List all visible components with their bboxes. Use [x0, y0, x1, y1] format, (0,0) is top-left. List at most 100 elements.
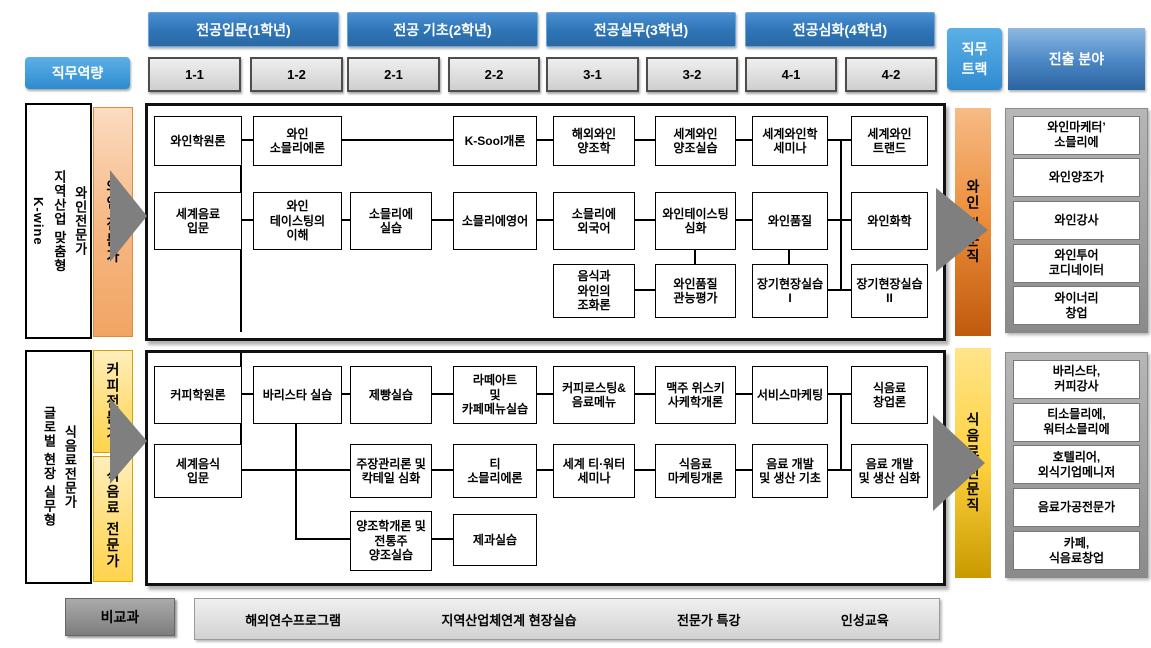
- phase-header-year4: 전공심화(4학년): [745, 12, 935, 47]
- extracurricular-bar: 해외연수프로그램 지역산업체연계 현장실습 전문가 특강 인성교육: [194, 598, 940, 640]
- course-box: 음료 개발 및 생산 심화: [851, 444, 928, 498]
- connector-line: [734, 393, 752, 395]
- connector-line: [240, 219, 253, 221]
- course-box: 와인품질 관능평가: [655, 264, 736, 318]
- course-box: 세계음료 입문: [154, 192, 242, 250]
- course-box: 서비스마케팅: [752, 366, 828, 424]
- connector-line: [788, 248, 790, 264]
- phase-header-year1: 전공입문(1학년): [148, 12, 339, 47]
- connector-line: [633, 469, 655, 471]
- connector-line: [535, 139, 553, 141]
- connector-line: [825, 289, 851, 291]
- career-item: 티소믈리에, 워터소믈리에: [1013, 402, 1140, 442]
- course-box: 소믈리에영어: [453, 192, 537, 250]
- semester-box-4-2: 4-2: [845, 57, 937, 92]
- course-box: 소믈리에 외국어: [553, 192, 635, 250]
- connector-line: [826, 219, 851, 221]
- course-box: 와인 소믈리에론: [253, 116, 342, 166]
- connector-line: [430, 219, 453, 221]
- advance-field-header: 진출 분야: [1008, 28, 1145, 90]
- course-box: 해외와인 양조학: [553, 116, 635, 166]
- course-box: 세계와인학 세미나: [752, 116, 828, 166]
- career-item: 바리스타, 커피강사: [1013, 359, 1140, 399]
- connector-line: [826, 139, 851, 141]
- wine-section-label: 와인전문가 지역산업 맞춤형 K-wine: [25, 103, 92, 339]
- career-item: 와인마케터’ 소믈리에: [1013, 115, 1140, 155]
- connector-line: [240, 393, 253, 395]
- connector-line: [430, 469, 453, 471]
- connector-line: [295, 422, 297, 539]
- course-box: 장기현장실습 I: [752, 264, 828, 318]
- connector-line: [633, 139, 655, 141]
- course-box: 맥주 위스키 사케학개론: [655, 366, 736, 424]
- extracurricular-label: 비교과: [65, 598, 175, 636]
- connector-line: [694, 248, 696, 264]
- competency-label: 직무역량: [25, 57, 130, 89]
- course-box: 와인품질: [752, 192, 828, 250]
- connector-line: [840, 394, 842, 470]
- course-box: 음료 개발 및 생산 기초: [752, 444, 828, 498]
- food-career-panel: 바리스타, 커피강사 티소믈리에, 워터소믈리에 호텔리어, 외식기업메니저 음…: [1005, 352, 1148, 578]
- semester-box-2-1: 2-1: [347, 57, 440, 92]
- course-box: 와인테이스팅 심화: [655, 192, 736, 250]
- course-box: 제과실습: [453, 514, 537, 566]
- course-box: 세계와인 트랜드: [851, 116, 928, 166]
- extracurricular-item: 지역산업체연계 현장실습: [441, 612, 577, 628]
- course-box: 식음료 창업론: [851, 366, 928, 424]
- course-box: 세계와인 양조실습: [655, 116, 736, 166]
- connector-line: [633, 219, 655, 221]
- career-item: 카페, 식음료창업: [1013, 531, 1140, 571]
- wine-career-panel: 와인마케터’ 소믈리에 와인양조가 와인강사 와인투어 코디네이터 와이너리 창…: [1005, 108, 1148, 333]
- course-box: 양조학개론 및 전통주 양조실습: [350, 511, 432, 571]
- connector-line: [295, 538, 350, 540]
- semester-box-3-1: 3-1: [546, 57, 639, 92]
- semester-box-4-1: 4-1: [745, 57, 837, 92]
- course-box: 주장관리론 및 칵테일 심화: [350, 444, 432, 498]
- extracurricular-item: 전문가 특강: [677, 612, 741, 628]
- course-box: 와인화학: [851, 192, 928, 250]
- semester-box-1-2: 1-2: [250, 57, 343, 92]
- semester-box-2-2: 2-2: [448, 57, 540, 92]
- course-box: 제빵실습: [350, 366, 432, 424]
- semester-box-3-2: 3-2: [646, 57, 738, 92]
- course-box: 바리스타 실습: [253, 366, 342, 424]
- connector-line: [240, 139, 253, 141]
- phase-header-year3: 전공실무(3학년): [546, 12, 736, 47]
- career-item: 호텔리어, 외식기업메니저: [1013, 445, 1140, 485]
- connector-line: [633, 289, 655, 291]
- connector-line: [430, 538, 453, 540]
- career-item: 음료가공전문가: [1013, 488, 1140, 528]
- connector-line: [826, 393, 851, 395]
- connector-line: [734, 139, 752, 141]
- course-box: 티 소믈리에론: [453, 444, 537, 498]
- connector-line: [840, 140, 842, 290]
- connector-line: [734, 469, 752, 471]
- course-box: 소믈리에 실습: [350, 192, 432, 250]
- career-item: 와인투어 코디네이터: [1013, 243, 1140, 283]
- course-box: 커피학원론: [154, 366, 242, 424]
- course-box: 장기현장실습 II: [851, 264, 928, 318]
- connector-line: [340, 393, 350, 395]
- course-box: 커피로스팅& 음료메뉴: [553, 366, 635, 424]
- course-box: 세계음식 입문: [154, 444, 242, 498]
- course-box: K-Sool개론: [453, 116, 537, 166]
- connector-line: [535, 393, 553, 395]
- connector-line: [340, 139, 453, 141]
- career-item: 와인강사: [1013, 200, 1140, 240]
- connector-line: [535, 219, 553, 221]
- course-box: 세계 티·워터 세미나: [553, 444, 635, 498]
- food-section-label: 식음료전문가 글로벌 현장 실무형: [25, 350, 92, 584]
- connector-line: [633, 393, 655, 395]
- extracurricular-item: 해외연수프로그램: [245, 612, 341, 628]
- course-box: 와인 테이스팅의 이해: [253, 192, 342, 250]
- connector-line: [826, 469, 851, 471]
- career-item: 와인양조가: [1013, 158, 1140, 198]
- course-box: 라떼아트 및 카페메뉴실습: [453, 366, 537, 424]
- course-box: 음식과 와인의 조화론: [553, 264, 635, 318]
- connector-line: [734, 219, 752, 221]
- extracurricular-item: 인성교육: [840, 612, 889, 628]
- connector-line: [430, 393, 453, 395]
- phase-header-year2: 전공 기초(2학년): [347, 12, 538, 47]
- job-track-header: 직무 트랙: [947, 28, 1002, 90]
